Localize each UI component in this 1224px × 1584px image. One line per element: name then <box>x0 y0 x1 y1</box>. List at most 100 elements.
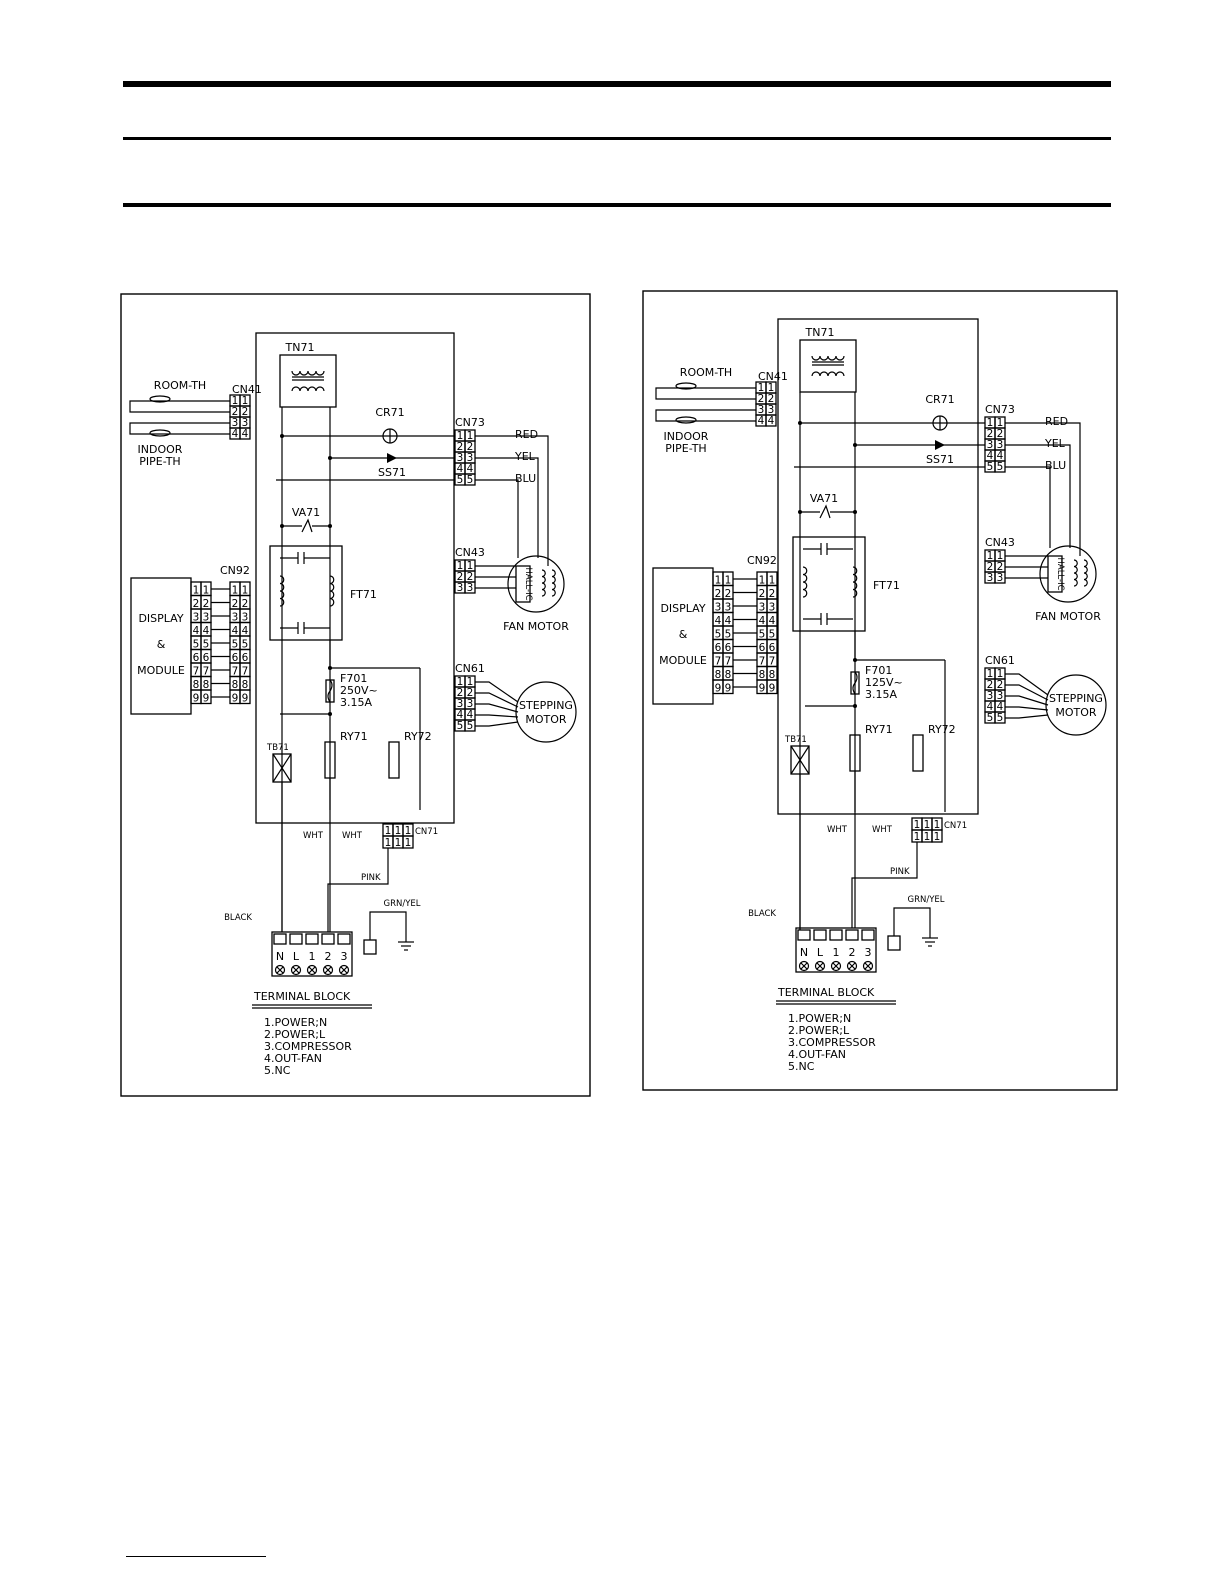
cn92-pin-number: 8 <box>242 679 249 691</box>
tb71-label: TB71 <box>784 735 807 745</box>
grn-yel-label: GRN/YEL <box>383 899 420 909</box>
wht-label-2: WHT <box>872 825 893 835</box>
red-wire-label: RED <box>515 428 538 441</box>
tn71-secondary-winding <box>811 371 845 377</box>
cn41-pin-number: 4 <box>242 428 249 440</box>
junction-dot <box>853 443 857 447</box>
stepping-motor-circle <box>515 681 577 743</box>
fan-motor-circle <box>507 555 565 613</box>
module-connector-pin-number: 4 <box>203 625 210 637</box>
terminal-label: N <box>800 946 808 959</box>
terminal-screw-top <box>813 929 827 941</box>
cn92-label: CN92 <box>220 564 250 577</box>
cn61-pin-number: 4 <box>457 709 464 721</box>
cn61-wire <box>1005 673 1049 696</box>
motor-label: MOTOR <box>525 713 567 726</box>
ss71-triac <box>935 440 945 450</box>
cn41-pin-number: 3 <box>768 404 775 416</box>
pcb-outline <box>777 318 979 815</box>
terminal-label: L <box>817 946 824 959</box>
va71-varistor <box>301 518 313 533</box>
cn73-pin-number: 5 <box>467 474 474 486</box>
ss71-label: SS71 <box>926 453 954 466</box>
cn61-wire <box>475 714 519 718</box>
cn92-pin-number: 9 <box>232 693 239 705</box>
legend-line-1: 1.POWER;N <box>788 1012 851 1025</box>
cn61-label: CN61 <box>455 662 485 675</box>
cn71-bottom-pin-cell <box>931 829 943 843</box>
module-connector-pin-number: 1 <box>715 575 722 587</box>
legend-line-1: 1.POWER;N <box>264 1016 327 1029</box>
pcb-outline <box>255 332 455 824</box>
junction-dot <box>798 421 802 425</box>
grn-yel-wire <box>369 911 407 942</box>
diagram-frame <box>120 293 591 1097</box>
cn61-pin-number: 2 <box>467 687 474 699</box>
terminal-label: 1 <box>833 946 840 959</box>
room-th-label: ROOM-TH <box>154 379 206 392</box>
coil-winding <box>551 569 556 597</box>
cn92-pin-number: 9 <box>242 693 249 705</box>
module-connector-pin-number: 6 <box>193 652 200 664</box>
module-connector-pin-number: 2 <box>725 588 732 600</box>
module-connector-pin-number: 1 <box>203 585 210 597</box>
display-label: DISPLAY <box>138 612 183 625</box>
cn41-pin-cell <box>765 414 777 427</box>
cn61-wire <box>1005 695 1049 706</box>
coil-winding <box>852 566 858 598</box>
cn71-bottom-pin-number: 1 <box>934 831 941 843</box>
cn61-pin-number: 1 <box>467 676 474 688</box>
cn61-wire <box>1005 684 1049 701</box>
cn41-pin-number: 4 <box>758 415 765 427</box>
cn73-pin-number: 5 <box>997 461 1004 473</box>
module-connector-pin-number: 9 <box>203 693 210 705</box>
ft71-label: FT71 <box>350 588 377 601</box>
fan-motor-label: FAN MOTOR <box>1035 610 1101 623</box>
cn61-pin-number: 1 <box>457 676 464 688</box>
legend-line-2: 2.POWER;L <box>788 1024 850 1037</box>
pipe-thermistor <box>675 416 697 424</box>
cn92-pin-number: 3 <box>232 612 239 624</box>
module-connector-pin-number: 7 <box>203 666 210 678</box>
module-connector-pin-number: 7 <box>715 656 722 668</box>
junction-dot <box>853 510 857 514</box>
cn73-pin-number: 4 <box>467 463 474 475</box>
ft71-filter <box>269 545 343 641</box>
cn61-pin-number: 3 <box>457 698 464 710</box>
terminal-screw <box>338 964 350 976</box>
terminal-screw <box>322 964 334 976</box>
cn61-pin-number: 3 <box>997 690 1004 702</box>
cn41-pin-number: 2 <box>768 393 775 405</box>
module-label: MODULE <box>659 654 707 667</box>
cn92-pin-number: 9 <box>769 683 776 695</box>
f701-fuse-element <box>327 679 333 703</box>
module-connector-pin-number: 1 <box>193 585 200 597</box>
module-connector-pin-number: 1 <box>725 575 732 587</box>
fan-motor-circle <box>1039 545 1097 603</box>
module-connector-pin-number: 6 <box>203 652 210 664</box>
cn41-label: CN41 <box>232 383 262 396</box>
pink-wire <box>327 848 389 932</box>
cr71-label: CR71 <box>375 406 404 419</box>
cn73-pin-number: 1 <box>997 417 1004 429</box>
wht-label-1: WHT <box>827 825 848 835</box>
cn92-pin-number: 4 <box>232 625 239 637</box>
wht-label-1: WHT <box>303 831 324 841</box>
cn61-pin-number: 4 <box>997 701 1004 713</box>
cn92-pin-number: 7 <box>232 666 239 678</box>
cn92-pin-number: 1 <box>769 575 776 587</box>
cn71-top-pin-number: 1 <box>395 825 402 837</box>
terminal-block-title: TERMINAL BLOCK <box>253 990 351 1003</box>
cn92-pin-number: 6 <box>759 642 766 654</box>
f701-label: F701 <box>865 664 892 677</box>
grn-yel-wire <box>893 907 931 938</box>
cn61-pin-number: 5 <box>467 720 474 732</box>
ry71-label: RY71 <box>340 730 368 743</box>
coil-winding <box>541 569 546 597</box>
cn43-pin-number: 3 <box>457 582 464 594</box>
pipe-th-label: PIPE-TH <box>665 442 706 455</box>
tn71-label: TN71 <box>285 341 315 354</box>
junction-dot <box>328 524 332 528</box>
